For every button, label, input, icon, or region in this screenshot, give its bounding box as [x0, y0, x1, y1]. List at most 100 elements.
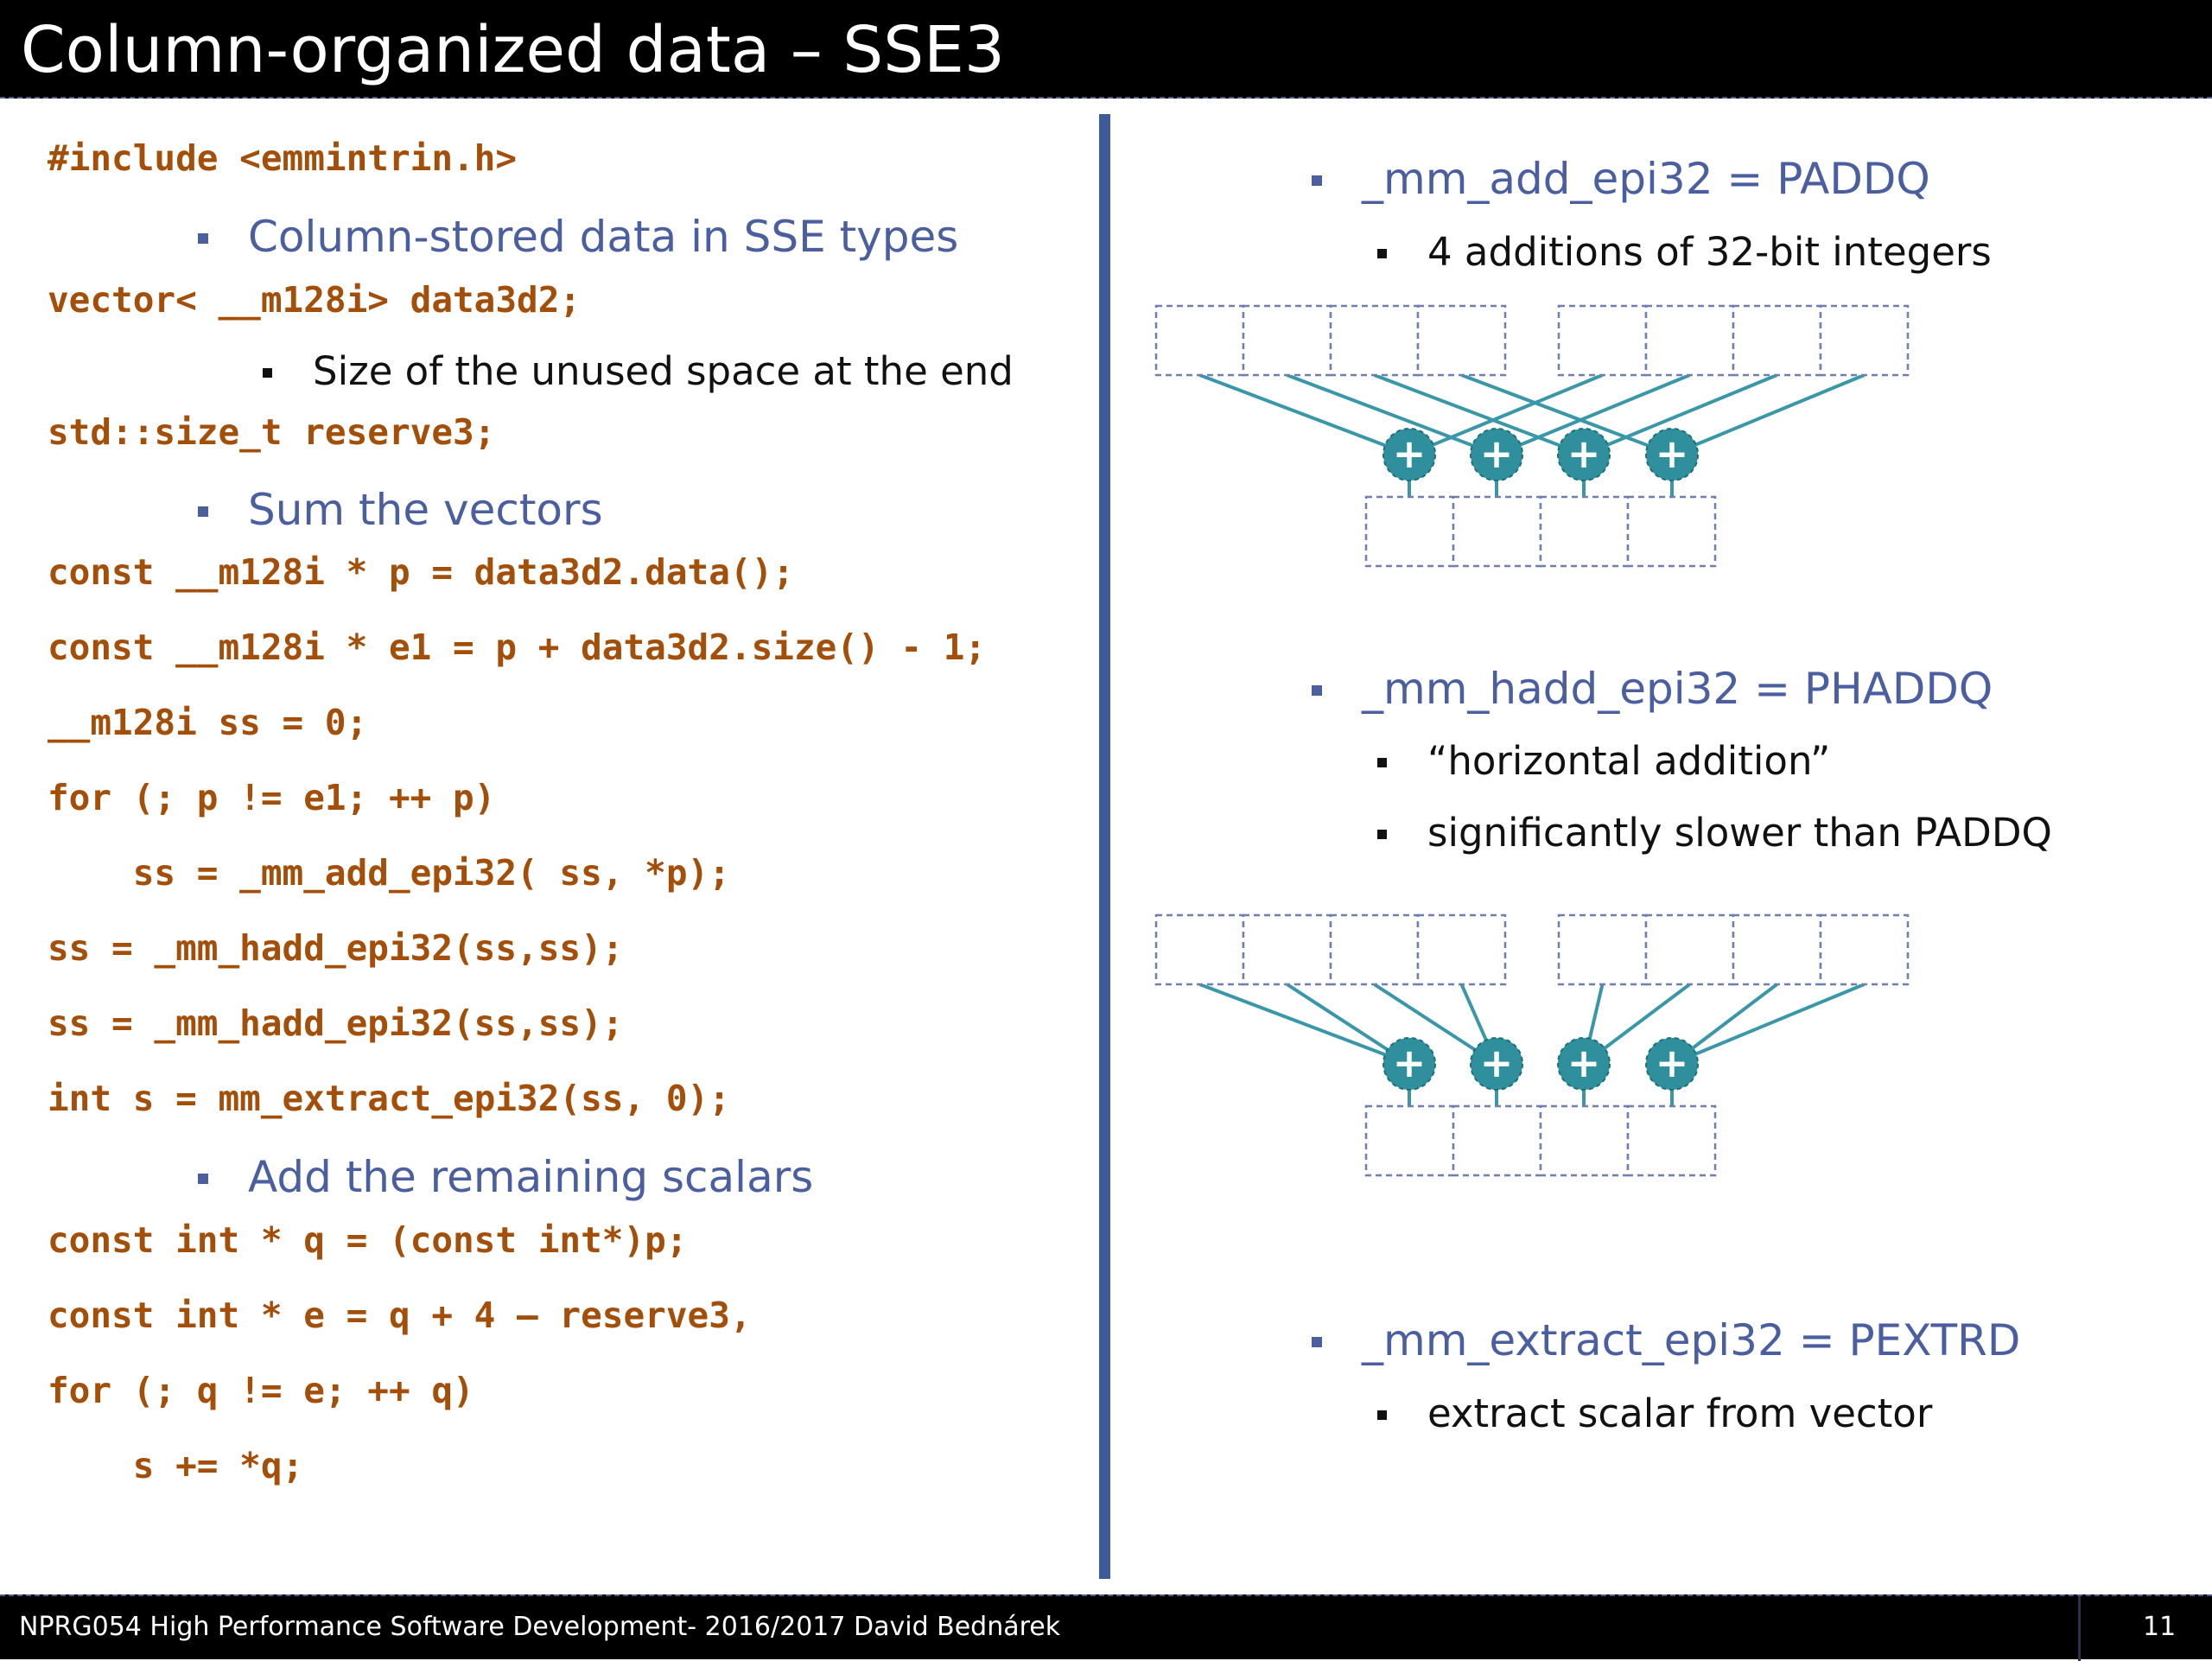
- bullet-text: “horizontal addition”: [1427, 738, 1831, 784]
- bullet-remaining-scalars: Add the remaining scalars: [198, 1151, 814, 1203]
- column-divider: [1099, 114, 1110, 1579]
- output-cell: [1364, 495, 1455, 568]
- input-cell: [1242, 304, 1332, 377]
- connector-line: [1671, 373, 1866, 456]
- output-cell: [1364, 1104, 1455, 1177]
- input-cell: [1732, 913, 1822, 986]
- bullet-text: 4 additions of 32-bit integers: [1427, 229, 1992, 275]
- code-line: const __m128i * p = data3d2.data();: [48, 551, 794, 593]
- code-line: ss = _mm_hadd_epi32(ss,ss);: [48, 1002, 624, 1044]
- output-cell: [1452, 1104, 1542, 1177]
- code-line: const __m128i * e1 = p + data3d2.size() …: [48, 627, 987, 668]
- bullet-text: Add the remaining scalars: [248, 1152, 814, 1202]
- connector-line: [1460, 373, 1673, 456]
- plus-icon: +: [1567, 1040, 1601, 1086]
- input-cell: [1732, 304, 1822, 377]
- code-line: ss = _mm_hadd_epi32(ss,ss);: [48, 927, 624, 969]
- adder-circle: [1382, 1037, 1436, 1091]
- plus-icon: +: [1480, 430, 1514, 477]
- adder-circle: [1645, 428, 1699, 481]
- input-cell: [1242, 913, 1332, 986]
- connector-line: [1198, 983, 1410, 1066]
- input-cell: [1416, 913, 1507, 986]
- bullet-square-icon: [1377, 758, 1387, 767]
- adder-circle: [1470, 428, 1523, 481]
- paddq-diagram: + + + +: [1154, 304, 1910, 568]
- connector-line: [1583, 373, 1778, 456]
- code-line: __m128i ss = 0;: [48, 702, 368, 743]
- bullet-extract-desc: extract scalar from vector: [1377, 1390, 1933, 1438]
- bullet-hadd-desc1: “horizontal addition”: [1377, 737, 1831, 786]
- adder-circle: [1557, 1037, 1611, 1091]
- input-cell: [1819, 913, 1910, 986]
- connector-line: [1496, 373, 1691, 456]
- phaddq-diagram: + + + +: [1154, 913, 1910, 1177]
- footer-separator: [2078, 1596, 2081, 1661]
- bullet-hadd-desc2: significantly slower than PADDQ: [1377, 809, 2052, 857]
- bullet-text: Sum the vectors: [248, 485, 603, 535]
- bullet-add-epi32: _mm_add_epi32 = PADDQ: [1312, 153, 1930, 205]
- input-cell: [1154, 913, 1245, 986]
- bullet-sum-vectors: Sum the vectors: [198, 484, 603, 536]
- code-line: const int * e = q + 4 – reserve3,: [48, 1295, 752, 1336]
- plus-icon: +: [1393, 1040, 1427, 1086]
- input-cell: [1557, 913, 1648, 986]
- code-vector: vector< __m128i> data3d2;: [48, 279, 582, 321]
- bullet-square-icon: [1377, 249, 1387, 258]
- connector-line: [1198, 373, 1410, 456]
- adder-circle: [1557, 428, 1611, 481]
- output-cell: [1539, 495, 1630, 568]
- connector-line: [1671, 983, 1866, 1066]
- bullet-square-icon: [1377, 1410, 1387, 1420]
- plus-icon: +: [1567, 430, 1601, 477]
- bullet-text: _mm_hadd_epi32 = PHADDQ: [1362, 664, 1993, 714]
- bullet-unused-space: Size of the unused space at the end: [263, 347, 1014, 396]
- bullet-square-icon: [198, 506, 208, 517]
- bullet-text: _mm_add_epi32 = PADDQ: [1362, 154, 1930, 204]
- adder-circle: [1470, 1037, 1523, 1091]
- input-cell: [1154, 304, 1245, 377]
- bullet-square-icon: [198, 1174, 208, 1184]
- input-cell: [1329, 304, 1420, 377]
- bullet-add-desc: 4 additions of 32-bit integers: [1377, 228, 1992, 277]
- plus-icon: +: [1480, 1040, 1514, 1086]
- bullet-square-icon: [198, 233, 208, 244]
- output-cell: [1452, 495, 1542, 568]
- bullet-text: Size of the unused space at the end: [313, 348, 1014, 394]
- plus-icon: +: [1393, 430, 1427, 477]
- bullet-column-stored: Column-stored data in SSE types: [198, 211, 959, 263]
- page-number: 11: [2143, 1612, 2177, 1642]
- input-cell: [1329, 913, 1420, 986]
- bullet-text: extract scalar from vector: [1427, 1391, 1933, 1436]
- connector-line: [1286, 373, 1497, 456]
- bullet-square-icon: [1312, 1337, 1322, 1347]
- code-line: for (; p != e1; ++ p): [48, 777, 496, 818]
- code-line: int s = mm_extract_epi32(ss, 0);: [48, 1078, 730, 1119]
- input-cell: [1416, 304, 1507, 377]
- connector-line: [1408, 373, 1604, 456]
- bullet-square-icon: [1312, 175, 1322, 186]
- title-bar: Column-organized data – SSE3: [0, 0, 2212, 99]
- adder-circle: [1382, 428, 1436, 481]
- code-reserve: std::size_t reserve3;: [48, 411, 496, 453]
- slide-title: Column-organized data – SSE3: [21, 13, 1006, 87]
- plus-icon: +: [1656, 430, 1689, 477]
- code-line: for (; q != e; ++ q): [48, 1370, 474, 1411]
- output-cell: [1539, 1104, 1630, 1177]
- plus-icon: +: [1656, 1040, 1689, 1086]
- output-cell: [1626, 1104, 1717, 1177]
- bullet-text: _mm_extract_epi32 = PEXTRD: [1362, 1315, 2021, 1365]
- bullet-hadd-epi32: _mm_hadd_epi32 = PHADDQ: [1312, 663, 1993, 715]
- bullet-square-icon: [1377, 830, 1387, 839]
- bullet-square-icon: [263, 368, 272, 378]
- bullet-extract-epi32: _mm_extract_epi32 = PEXTRD: [1312, 1314, 2021, 1366]
- code-include: #include <emmintrin.h>: [48, 137, 518, 179]
- input-cell: [1819, 304, 1910, 377]
- input-cell: [1644, 913, 1735, 986]
- input-cell: [1557, 304, 1648, 377]
- bullet-text: Column-stored data in SSE types: [248, 212, 959, 262]
- footer-bar: NPRG054 High Performance Software Develo…: [0, 1594, 2212, 1661]
- adder-circle: [1645, 1037, 1699, 1091]
- code-line: ss = _mm_add_epi32( ss, *p);: [48, 852, 730, 894]
